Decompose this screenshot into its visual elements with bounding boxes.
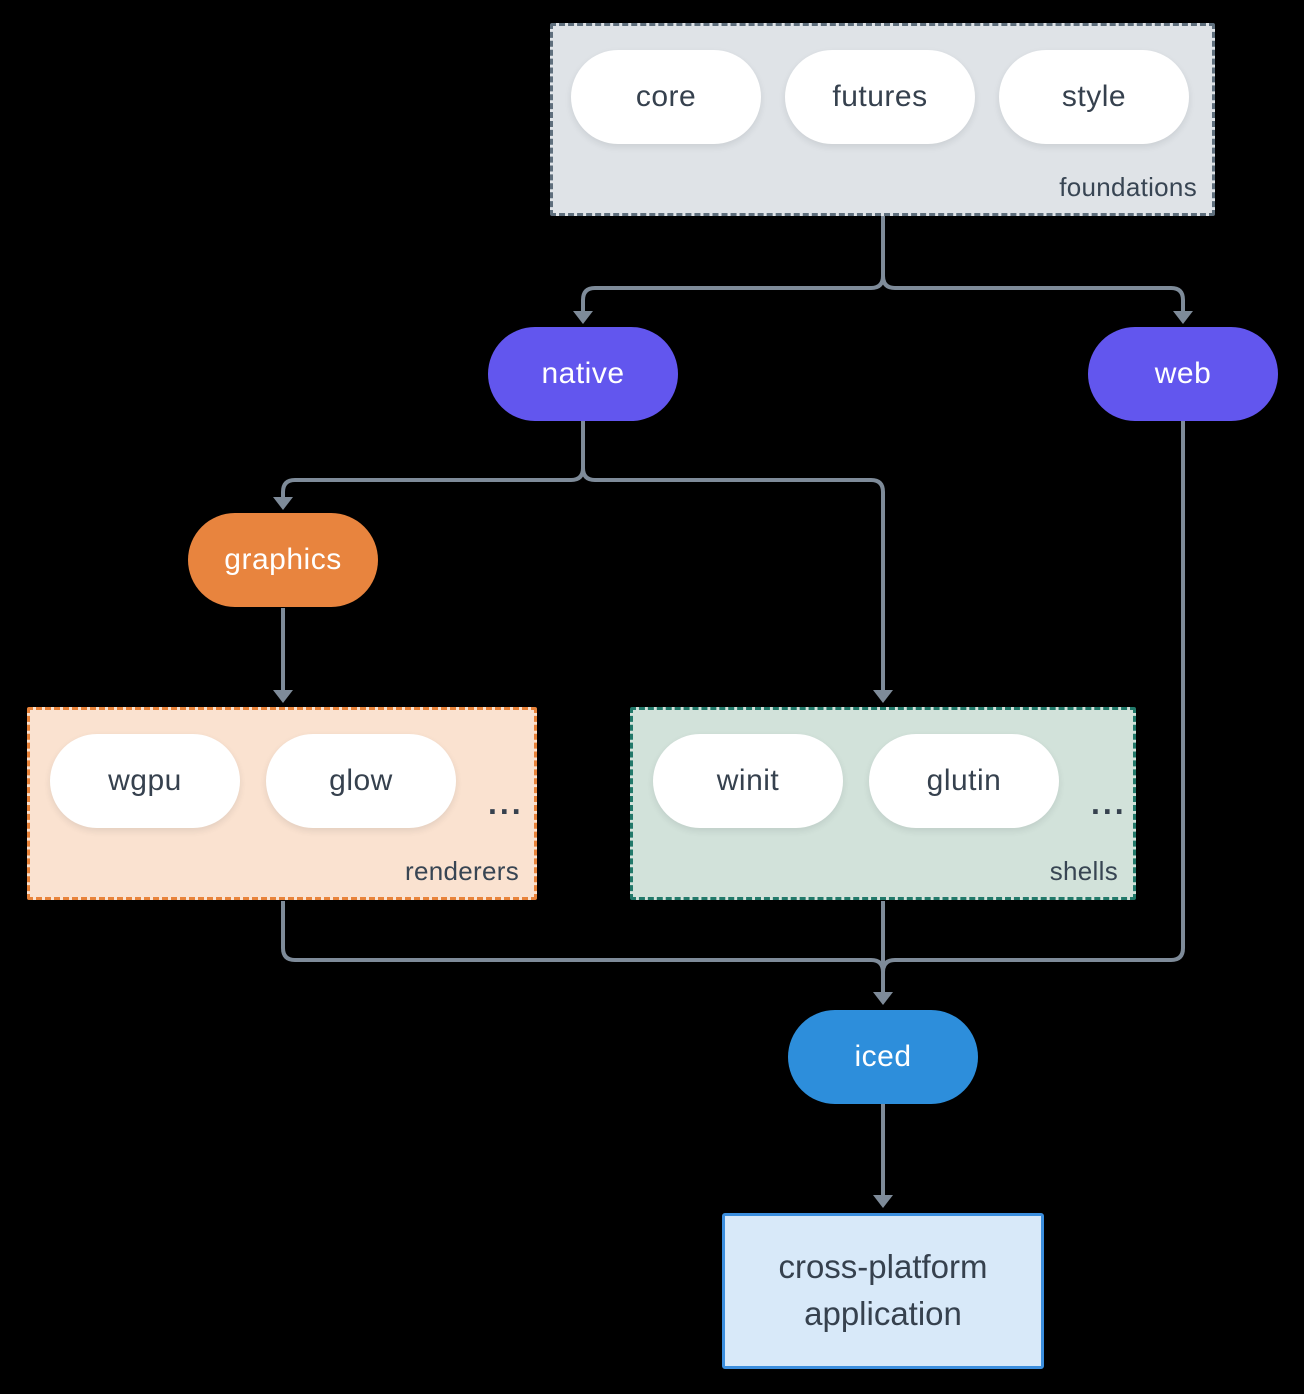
edge-native-to-graphics xyxy=(281,421,585,497)
edge-renderers-to-iced xyxy=(281,901,885,992)
arrowhead-shells-icon xyxy=(873,690,893,703)
node-wgpu: wgpu xyxy=(50,734,240,828)
arrowhead-application-icon xyxy=(873,1195,893,1208)
shells-ellipsis: ... xyxy=(1091,785,1127,821)
arrowhead-native-icon xyxy=(573,311,593,324)
node-web: web xyxy=(1088,327,1278,421)
edge-native-to-shells xyxy=(581,467,885,690)
arrowhead-renderers-icon xyxy=(273,690,293,703)
node-glow: glow xyxy=(266,734,456,828)
group-renderers-label: renderers xyxy=(405,856,519,886)
renderers-ellipsis: ... xyxy=(488,785,524,821)
node-futures: futures xyxy=(785,50,975,144)
group-shells: winit glutin ... shells xyxy=(630,707,1136,900)
node-winit: winit xyxy=(653,734,843,828)
application-label: cross-platform application xyxy=(778,1248,988,1332)
arrowhead-iced-icon xyxy=(873,992,893,1005)
node-graphics: graphics xyxy=(188,513,378,607)
arrowhead-web-icon xyxy=(1173,311,1193,324)
group-foundations-label: foundations xyxy=(1059,172,1197,202)
group-foundations: core futures style foundations xyxy=(550,23,1215,216)
arrowhead-graphics-icon xyxy=(273,497,293,510)
node-native: native xyxy=(488,327,678,421)
node-core: core xyxy=(571,50,761,144)
group-shells-label: shells xyxy=(1049,856,1118,886)
node-cross-platform-application: cross-platform application xyxy=(722,1213,1044,1369)
edge-foundations-to-native xyxy=(581,216,885,311)
node-iced: iced xyxy=(788,1010,978,1104)
node-glutin: glutin xyxy=(869,734,1059,828)
group-renderers: wgpu glow ... renderers xyxy=(27,707,537,900)
edge-foundations-to-web xyxy=(881,275,1185,311)
node-style: style xyxy=(999,50,1189,144)
